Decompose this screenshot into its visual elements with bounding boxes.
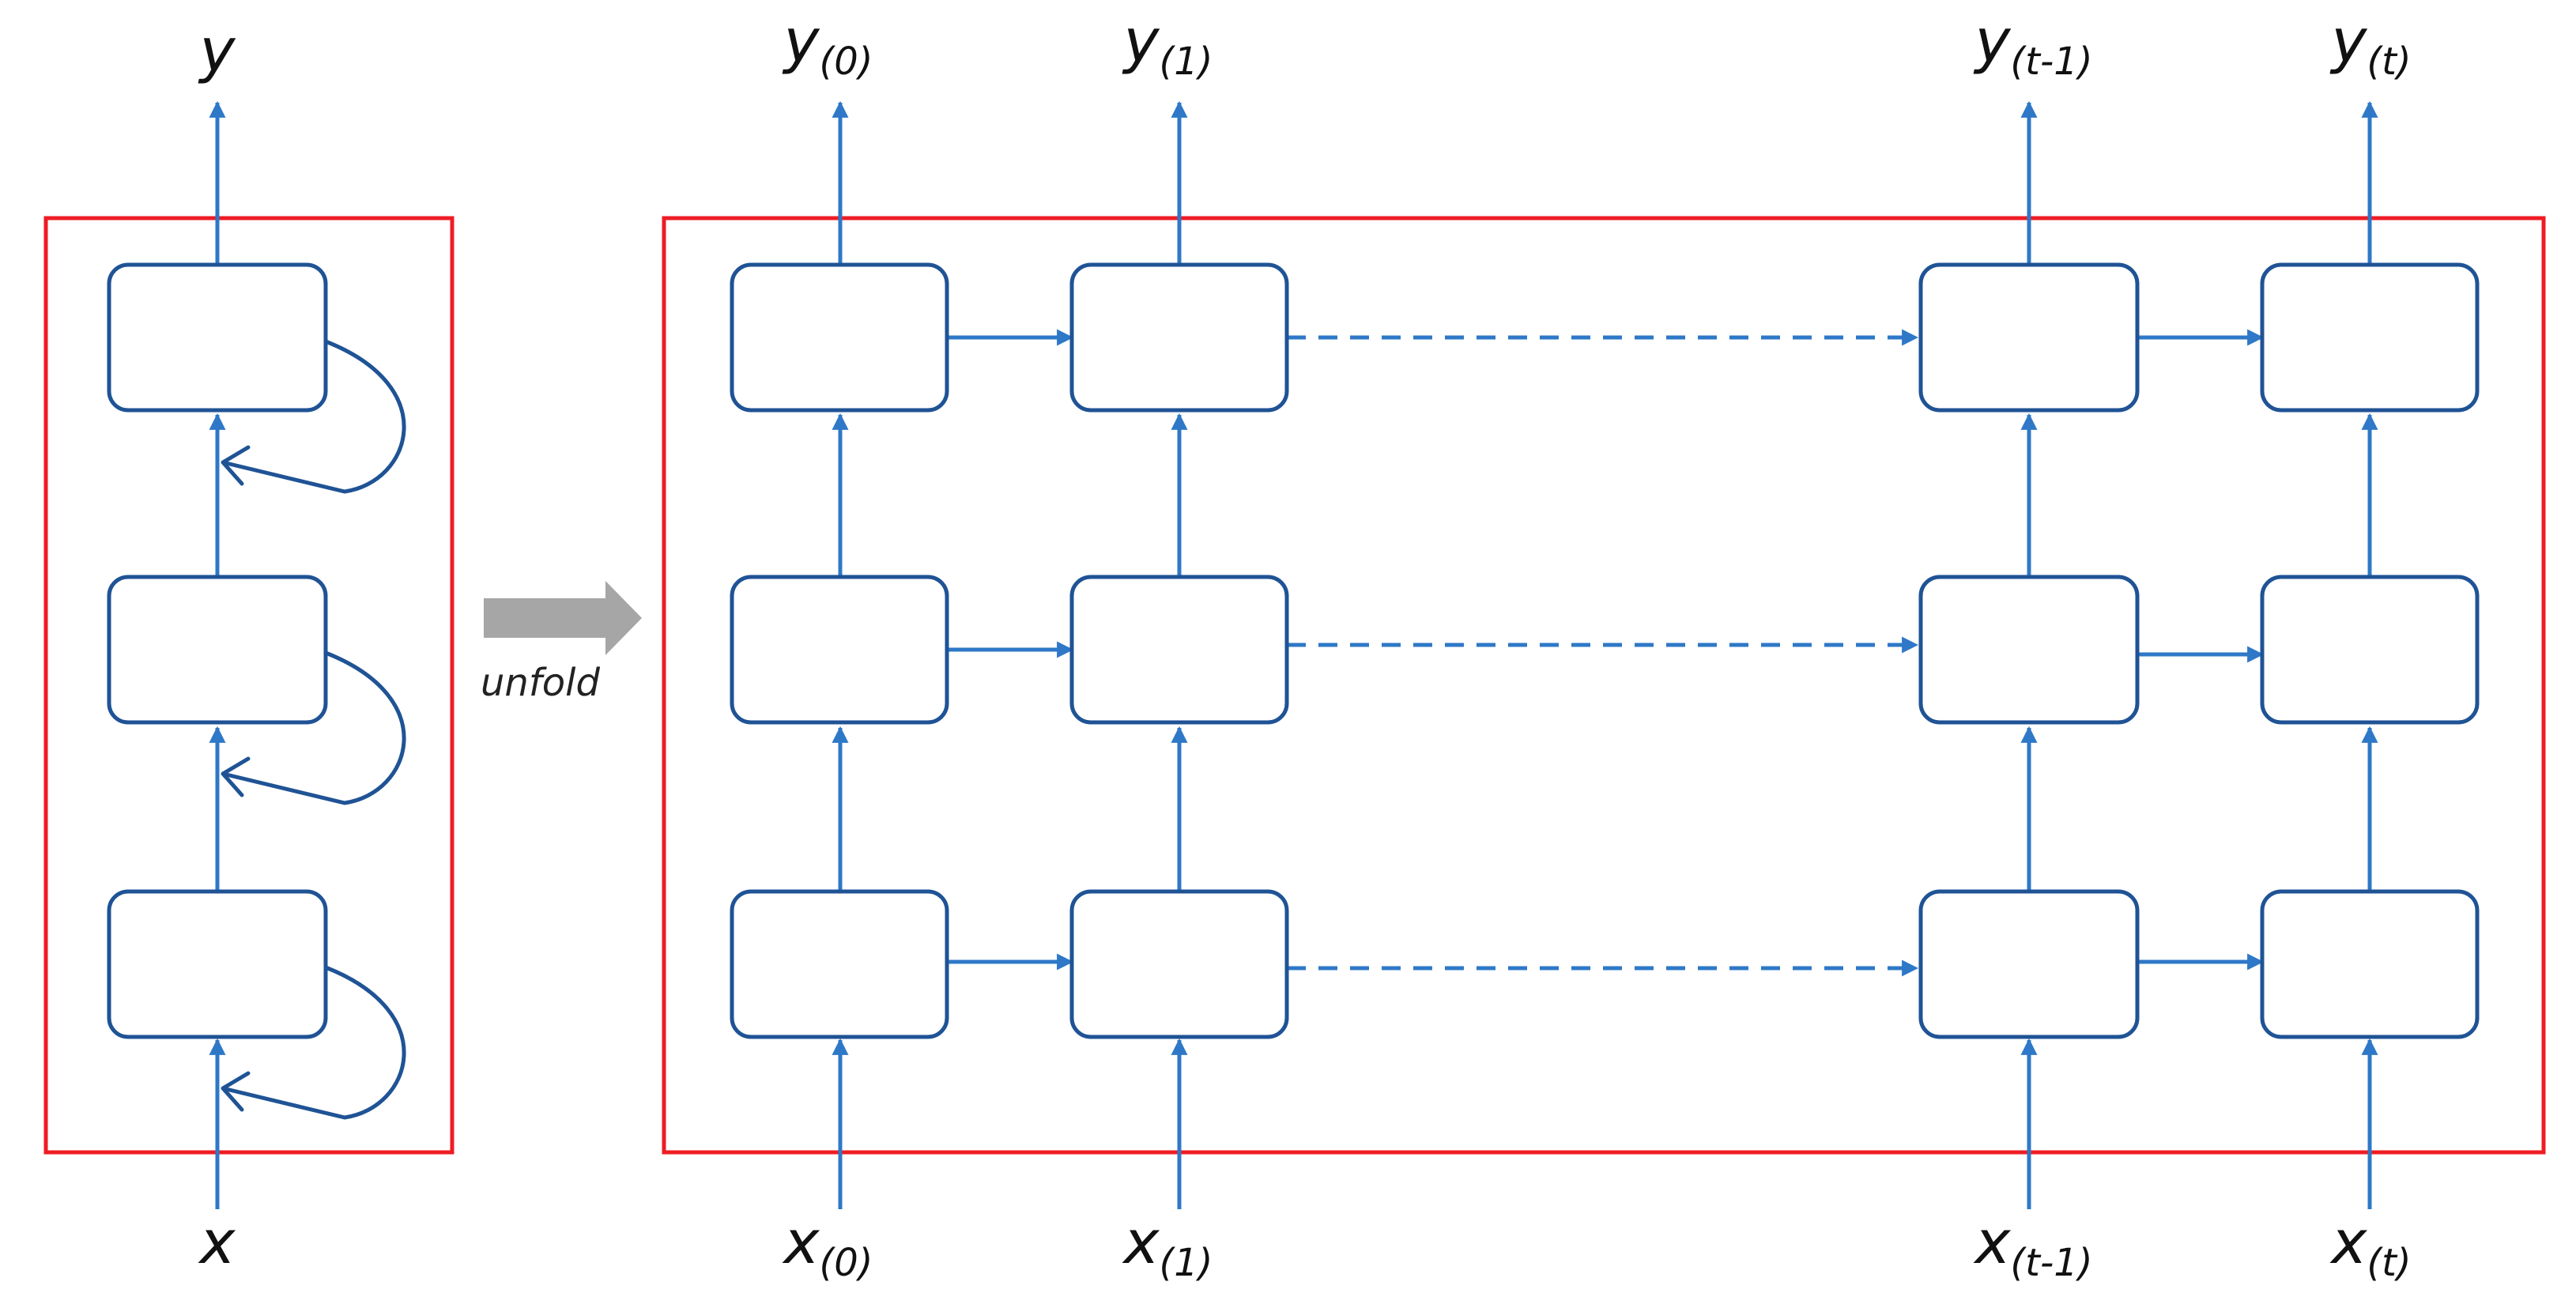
cell-col2-layer2 bbox=[1918, 575, 2140, 725]
output-subscript: (t) bbox=[2367, 40, 2411, 84]
output-subscript: (t-1) bbox=[2010, 40, 2092, 84]
folded-output-label: y bbox=[198, 15, 236, 85]
input-subscript: (t) bbox=[2367, 1241, 2411, 1285]
cell-col0-layer1 bbox=[730, 889, 949, 1039]
unrolled-frame bbox=[662, 216, 2546, 1155]
cell-col2-layer1 bbox=[1918, 889, 2140, 1039]
timestep-column-1: y(1) x(1) bbox=[1069, 6, 1289, 1285]
folded-input-label: x bbox=[198, 1207, 236, 1277]
folded-cell-layer-2 bbox=[107, 575, 328, 725]
input-label-col0: x(0) bbox=[783, 1207, 873, 1285]
self-loop-arrow-layer-3 bbox=[222, 339, 406, 494]
output-base: y bbox=[783, 6, 820, 76]
output-label-col2: y(t-1) bbox=[1973, 6, 2092, 84]
cell-col3-layer2 bbox=[2260, 575, 2480, 725]
output-label-col3: y(t) bbox=[2329, 6, 2411, 84]
input-label-col1: x(1) bbox=[1122, 1207, 1213, 1285]
unfold-arrow-icon bbox=[484, 581, 642, 655]
cell-col1-layer3 bbox=[1069, 262, 1289, 413]
horizontal-connectors bbox=[946, 329, 2265, 977]
output-base: y bbox=[1122, 6, 1160, 76]
self-loop-arrow-layer-1 bbox=[222, 965, 406, 1120]
input-base: x bbox=[2329, 1207, 2367, 1277]
unfold-label: unfold bbox=[481, 661, 600, 705]
output-label-col0: y(0) bbox=[783, 6, 873, 84]
output-label-col1: y(1) bbox=[1122, 6, 1213, 84]
cell-col1-layer1 bbox=[1069, 889, 1289, 1039]
folded-network: y x bbox=[43, 15, 454, 1277]
timestep-column-0: y(0) x(0) bbox=[730, 6, 949, 1285]
loop-arrowhead-icon bbox=[221, 756, 251, 797]
input-subscript: (0) bbox=[819, 1241, 873, 1285]
folded-cell-layer-3 bbox=[107, 262, 328, 413]
loop-arrowhead-icon bbox=[221, 445, 251, 486]
cell-col3-layer3 bbox=[2260, 262, 2480, 413]
folded-cell-layer-1 bbox=[107, 889, 328, 1039]
output-subscript: (0) bbox=[819, 40, 873, 84]
input-base: x bbox=[1973, 1207, 2011, 1277]
timestep-column-3: y(t) x(t) bbox=[2260, 6, 2480, 1285]
input-subscript: (1) bbox=[1159, 1241, 1213, 1285]
cell-col2-layer3 bbox=[1918, 262, 2140, 413]
cell-col3-layer1 bbox=[2260, 889, 2480, 1039]
unfold-transition: unfold bbox=[481, 581, 642, 705]
unrolled-network: y(0) x(0) y(1) x(1) bbox=[662, 6, 2546, 1285]
output-base: y bbox=[2329, 6, 2367, 76]
loop-arrowhead-icon bbox=[221, 1071, 251, 1112]
cell-col0-layer2 bbox=[730, 575, 949, 725]
folded-frame bbox=[43, 216, 454, 1155]
input-label-col3: x(t) bbox=[2329, 1207, 2411, 1285]
output-subscript: (1) bbox=[1159, 40, 1213, 84]
input-base: x bbox=[1122, 1207, 1160, 1277]
output-base: y bbox=[1973, 6, 2011, 76]
cell-col0-layer3 bbox=[730, 262, 949, 413]
self-loop-arrow-layer-2 bbox=[222, 650, 406, 805]
timestep-column-2: y(t-1) x(t-1) bbox=[1918, 6, 2140, 1285]
input-base: x bbox=[783, 1207, 820, 1277]
input-subscript: (t-1) bbox=[2010, 1241, 2092, 1285]
input-label-col2: x(t-1) bbox=[1973, 1207, 2092, 1285]
cell-col1-layer2 bbox=[1069, 575, 1289, 725]
